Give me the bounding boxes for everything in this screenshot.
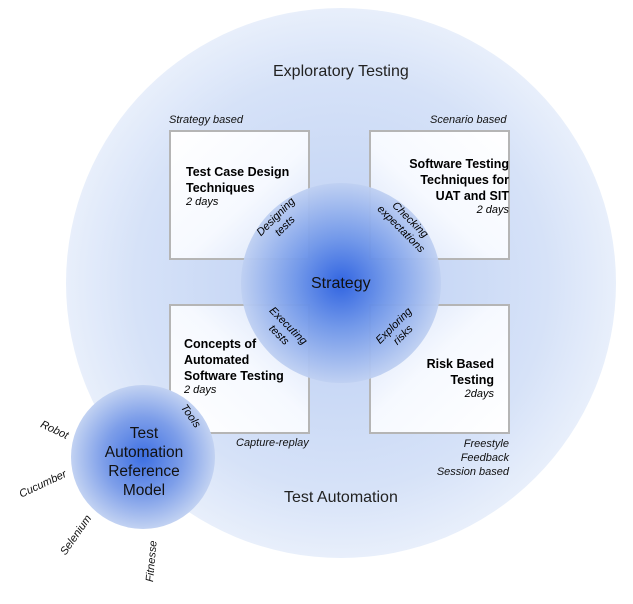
box-title-line: Test Case Design [186,165,290,179]
strategy-label: Strategy [311,275,371,292]
box-duration: 2days [464,388,494,400]
risk-based-corner-labels: Freestyle Feedback Session based [437,437,509,479]
box-title-line: Automated [184,353,250,367]
title-line: Automation [104,444,184,461]
strategy-circle [241,183,441,383]
box-title-line: UAT and SIT [435,189,509,203]
box-duration: 2 days [184,384,217,396]
box-test-case-design-text: Test Case Design Techniques 2 days [186,164,289,208]
exploratory-testing-label: Exploratory Testing [273,63,409,80]
box-title-line: Software Testing [409,157,509,171]
box-title-line: Techniques [186,181,255,195]
reference-model-circle [71,385,215,529]
capture-replay-label: Capture-replay [236,437,309,449]
freestyle-label: Freestyle [463,438,509,450]
box-duration: 2 days [186,196,219,208]
session-based-label: Session based [436,466,509,478]
test-automation-label: Test Automation [284,489,398,506]
scenario-based-label: Scenario based [430,114,507,126]
box-title-line: Concepts of [184,337,257,351]
box-title-line: Testing [450,373,494,387]
reference-model-title: Test Automation Reference Model [93,424,195,500]
box-title-line: Risk Based [426,357,494,371]
box-software-testing-text: Software Testing Techniques for UAT and … [409,156,509,216]
title-line: Test [129,425,159,442]
box-risk-based-text: Risk Based Testing 2days [427,356,494,400]
title-line: Reference [108,463,180,480]
title-line: Model [122,482,166,499]
box-title-line: Techniques for [420,173,509,187]
box-duration: 2 days [476,204,509,216]
box-title-line: Software Testing [184,369,284,383]
feedback-label: Feedback [460,452,509,464]
box-automated-testing-text: Concepts of Automated Software Testing 2… [184,336,284,396]
strategy-based-label: Strategy based [169,114,243,126]
